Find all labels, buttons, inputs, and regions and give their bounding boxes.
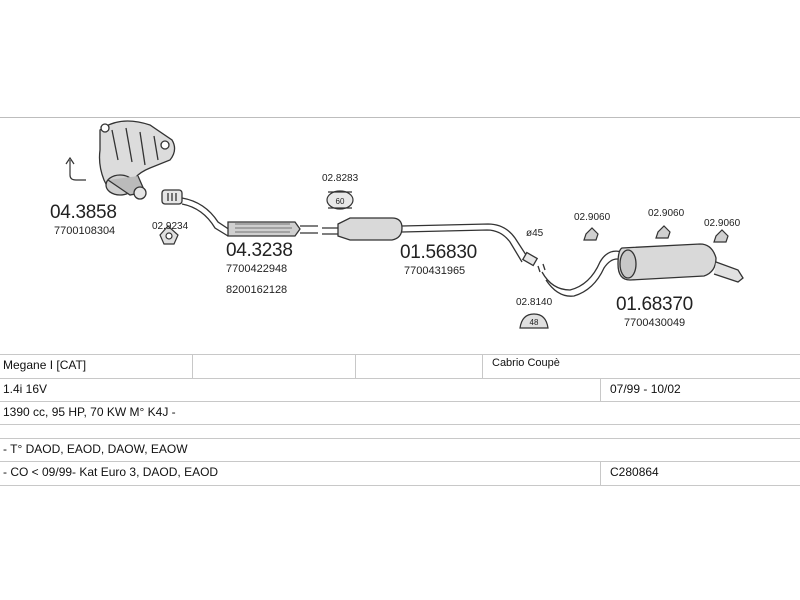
pipe-diameter-label: ø45: [526, 228, 544, 239]
silencer-icon: [541, 243, 744, 297]
part-number-rear-silencer: 01.68370: [616, 294, 693, 315]
svg-text:48: 48: [530, 318, 539, 327]
table-divider: [355, 354, 356, 378]
exhaust-diagram: 60 48: [65, 120, 744, 329]
table-divider: [482, 354, 483, 378]
table-border: [0, 438, 800, 439]
oem-number-cat-pipe-1: 7700422948: [226, 263, 288, 275]
oem-number-rear-silencer: 7700430049: [624, 317, 686, 329]
part-number-mount-2: 02.9060: [648, 208, 685, 219]
engine-codes-cell: - T° DAOD, EAOD, DAOW, EAOW: [3, 442, 188, 456]
silencer-icon: [322, 217, 546, 273]
table-border: [0, 485, 800, 486]
part-number-mid-silencer: 01.56830: [400, 242, 477, 263]
part-number-mount-1: 02.9060: [574, 212, 611, 223]
oem-number-cat-pipe-2: 8200162128: [226, 284, 288, 296]
part-number-clamp-2: 02.8283: [322, 173, 359, 184]
engine-cell: 1.4i 16V: [3, 382, 48, 396]
rubber-mount-icon: 48: [519, 313, 549, 329]
manifold-icon: [98, 120, 176, 200]
table-border: [0, 461, 800, 462]
svg-text:60: 60: [336, 197, 345, 206]
reference-code-cell: C280864: [610, 465, 659, 479]
sensor-icon: [65, 156, 86, 181]
table-divider: [192, 354, 193, 378]
rubber-mount-icon: [583, 225, 729, 243]
table-divider: [600, 461, 601, 485]
part-number-mount-3: 02.9060: [704, 218, 741, 229]
part-number-hanger: 02.8140: [516, 297, 553, 308]
top-border: [0, 117, 800, 118]
part-number-cat-pipe: 04.3238: [226, 240, 293, 261]
model-cell: Megane I [CAT]: [3, 358, 87, 372]
clamp-icon: 60: [326, 190, 354, 210]
table-border: [0, 401, 800, 402]
oem-number-manifold: 7700108304: [54, 225, 116, 237]
pipe-icon: [161, 189, 318, 237]
part-number-manifold: 04.3858: [50, 202, 117, 223]
body-type-cell: Cabrio Coupè: [492, 357, 560, 369]
specs-cell: 1390 cc, 95 HP, 70 KW M° K4J -: [3, 405, 176, 419]
engine-codes-cell-2: - CO < 09/99- Kat Euro 3, DAOD, EAOD: [3, 465, 219, 479]
table-border: [0, 424, 800, 425]
table-border: [0, 354, 800, 355]
part-number-clamp-1: 02.9234: [152, 221, 189, 232]
table-divider: [600, 378, 601, 401]
oem-number-mid-silencer: 7700431965: [404, 265, 466, 277]
period-cell: 07/99 - 10/02: [610, 382, 681, 396]
table-border: [0, 378, 800, 379]
clamp-icon: [159, 225, 179, 245]
